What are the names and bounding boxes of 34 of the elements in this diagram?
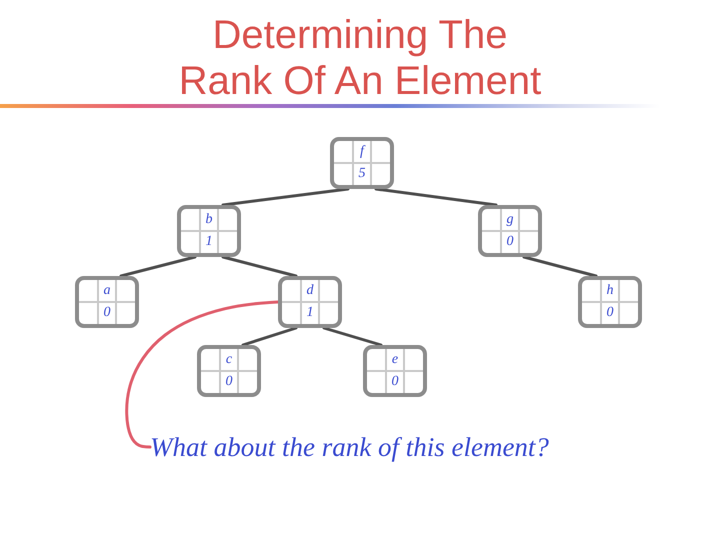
- tree-node: [278, 276, 342, 328]
- tree-node: [578, 276, 642, 328]
- node-number: 0: [226, 375, 232, 389]
- tree-node: [75, 276, 139, 328]
- node-letter: e: [392, 353, 398, 367]
- node-letter: f: [360, 145, 364, 159]
- node-number: 0: [606, 306, 614, 320]
- node-letter: b: [206, 213, 212, 227]
- connector-line: [242, 326, 298, 346]
- node-number: 1: [206, 235, 212, 249]
- node-letter: h: [606, 284, 614, 298]
- tree-node: [330, 137, 394, 189]
- connector-line: [522, 256, 598, 278]
- tree-node: [478, 205, 542, 257]
- leader-line: [125, 300, 280, 448]
- connector-line: [222, 188, 350, 206]
- tree-node: [197, 345, 261, 397]
- connector-line: [120, 256, 196, 278]
- connector-line: [222, 256, 298, 278]
- node-number: 1: [306, 306, 314, 320]
- node-letter: g: [506, 213, 514, 227]
- node-number: 0: [392, 375, 398, 389]
- question-text: What about the rank of this element?: [150, 432, 549, 462]
- node-number: 0: [104, 306, 110, 320]
- tree-node: [177, 205, 241, 257]
- connector-line: [322, 326, 382, 346]
- node-number: 0: [506, 235, 514, 249]
- connector-line: [374, 188, 498, 206]
- node-letter: a: [104, 284, 110, 298]
- slide-title: Determining The Rank Of An Element: [178, 12, 542, 104]
- node-letter: d: [306, 284, 314, 298]
- node-letter: c: [226, 353, 232, 367]
- tree-node: [363, 345, 427, 397]
- node-number: 5: [358, 167, 366, 181]
